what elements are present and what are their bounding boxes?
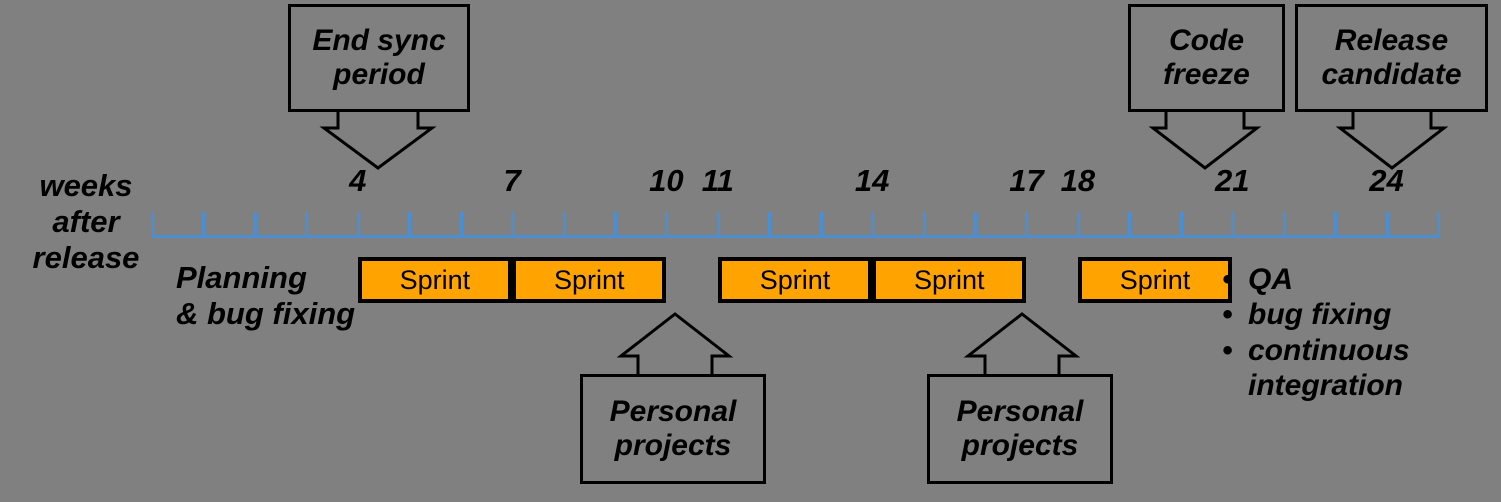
bullet-text: bug fixing [1248,297,1391,332]
axis-tick [1076,212,1080,236]
axis-tick [613,212,617,236]
axis-tick [1179,212,1183,236]
week-label: 11 [701,163,734,198]
bullet-line: QA [1248,263,1293,296]
axis-tick [974,212,978,236]
week-label: 17 [1009,163,1044,198]
bullet-line: bug fixing [1248,298,1392,332]
bullet-item: • QA [1222,262,1410,297]
axis-tick [1334,212,1338,236]
phase-label-line: & bug fixing [176,295,356,331]
axis-tick [1231,212,1235,236]
sprint-label: Sprint [1119,264,1191,295]
axis-tick [922,212,926,236]
axis-tick [1385,212,1389,236]
sprint-box[interactable]: Sprint [717,257,873,303]
axis-tick [562,212,566,236]
bullet-dot-icon: • [1222,298,1233,332]
axis-tick [202,212,206,236]
sprint-box[interactable]: Sprint [1077,257,1233,303]
bullet-line: continuous [1248,333,1410,367]
axis-tick [356,212,360,236]
axis-tick [305,212,309,236]
callout-line: Personal [609,395,737,429]
week-label: 4 [349,163,367,198]
bullet-dot-icon: • [1222,333,1233,367]
sprint-label: Sprint [914,264,985,295]
axis-tick [665,212,669,236]
sprint-label: Sprint [399,264,471,295]
axis-tick [819,212,823,236]
sprint-label: Sprint [553,264,625,295]
arrow-up-personal-projects-1 [616,312,734,376]
sprint-label: Sprint [759,264,831,295]
callout-line: period [333,58,425,91]
axis-side-label: weeks after release [26,168,146,276]
callout-line: candidate [1321,58,1462,91]
week-label: 24 [1369,163,1404,198]
bullet-item: • bug fixing [1222,297,1410,332]
axis-tick [1282,212,1286,236]
week-label: 21 [1214,163,1250,198]
bullet-dot-icon: • [1222,263,1233,296]
callout-line: projects [961,429,1079,462]
phase-label-planning: Planning & bug fixing [176,260,355,332]
axis-tick [151,212,154,236]
sprint-box[interactable]: Sprint [512,257,667,303]
arrow-up-personal-projects-2 [963,312,1081,376]
axis-side-label-line: after [52,203,120,239]
callout-personal-projects-1: Personal projects [580,374,766,484]
axis-tick [1128,212,1132,236]
sprint-box[interactable]: Sprint [357,257,513,303]
axis-tick [871,212,875,236]
axis-tick [1437,212,1440,236]
week-label: 10 [649,163,684,198]
arrow-down-code-freeze [1148,110,1262,170]
sprint-box[interactable]: Sprint [872,257,1027,303]
callout-end-sync-period: End sync period [288,4,470,112]
axis-tick [253,212,257,236]
arrow-down-end-sync-period [319,110,437,170]
arrow-down-release-candidate [1335,110,1449,170]
axis-side-label-line: weeks [39,168,133,203]
axis-baseline [152,235,1439,238]
axis-tick [716,212,720,236]
axis-tick [768,212,772,236]
callout-release-candidate: Release candidate [1295,4,1488,112]
callout-line: freeze [1163,58,1250,91]
week-label: 18 [1060,163,1096,198]
callout-line: Code [1169,24,1244,58]
callout-line: projects [614,429,732,462]
axis-tick [459,212,463,236]
callout-line: End sync [312,24,446,58]
callout-code-freeze: Code freeze [1128,4,1285,112]
callout-line: Release [1334,24,1449,58]
axis-tick [408,212,412,236]
axis-tick [511,212,515,236]
axis-tick [1025,212,1029,236]
callout-personal-projects-2: Personal projects [927,374,1113,484]
callout-line: Personal [956,395,1084,429]
phase-label-line: Planning [176,260,307,295]
bullet-text: QA [1248,262,1293,297]
axis-side-label-line: release [32,239,140,275]
bullet-line: integration [1248,369,1403,403]
week-label: 7 [503,163,521,198]
week-label: 14 [854,163,890,198]
